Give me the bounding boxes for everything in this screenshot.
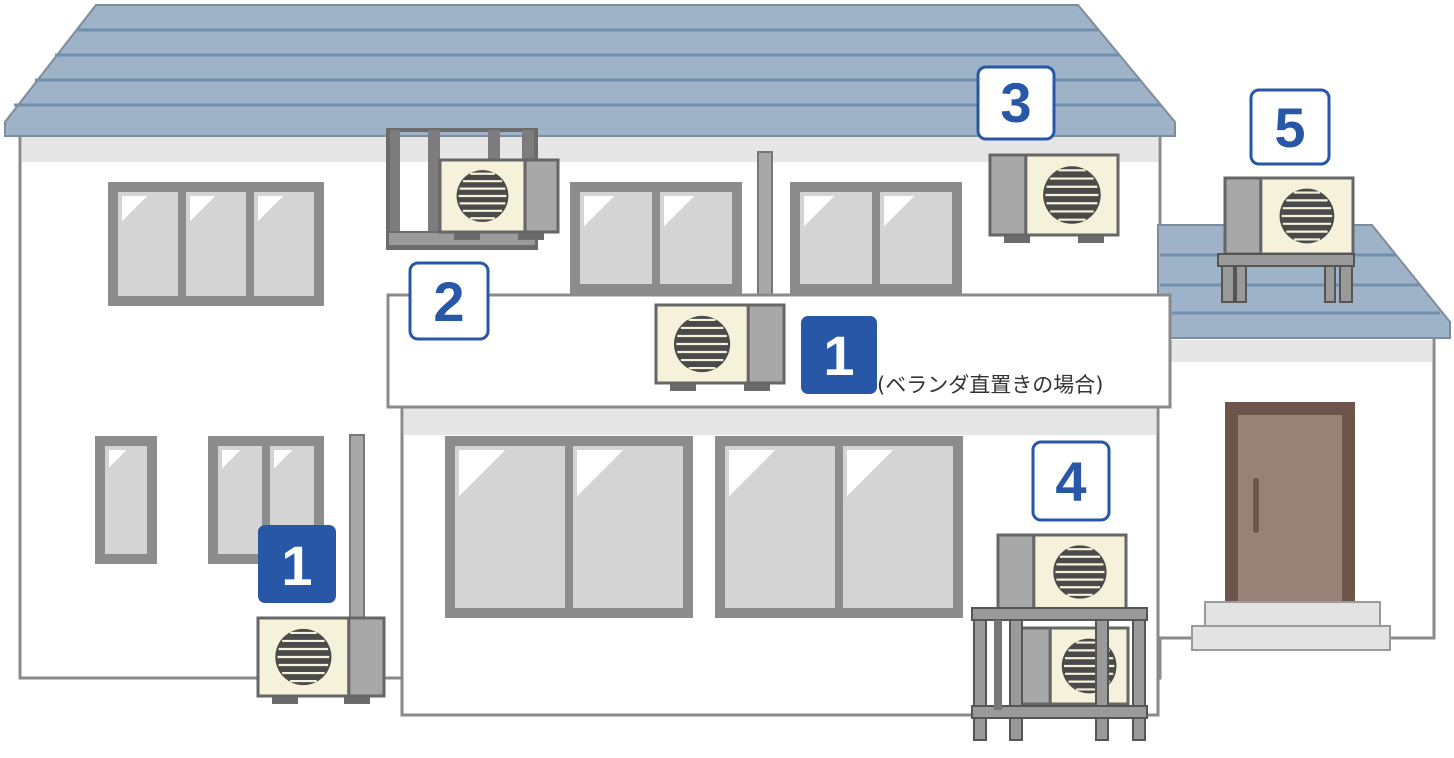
- unit-side-panel: [523, 158, 560, 234]
- outdoor-unit-4-top: [996, 533, 1128, 617]
- unit-foot: [344, 694, 370, 704]
- roof-stand-5: [1217, 253, 1355, 303]
- fan-grille-icon: [456, 170, 509, 222]
- drain-pipe-upper: [757, 151, 773, 303]
- outdoor-units: [256, 153, 1355, 712]
- unit-side-panel: [746, 303, 786, 385]
- window-glare: [729, 450, 776, 497]
- window-glare: [274, 450, 293, 469]
- window-glare: [258, 196, 284, 222]
- window-glare: [109, 450, 127, 468]
- window-glare: [664, 196, 695, 227]
- badge-roof-unit: 3: [976, 65, 1056, 141]
- fan-grille-icon: [1053, 545, 1107, 599]
- window-glare: [459, 450, 506, 497]
- window-4: [95, 436, 157, 564]
- window-glare: [577, 450, 624, 497]
- window-3: [790, 182, 962, 294]
- outdoor-unit-5: [1223, 176, 1355, 262]
- fan-grille-icon: [1279, 188, 1335, 244]
- unit-side-panel: [347, 616, 386, 698]
- badge-label-1-ground: 1: [281, 534, 312, 597]
- badge-wall-mount: 2: [408, 261, 490, 341]
- double-stack-stand: [971, 607, 1148, 741]
- unit-foot: [272, 694, 298, 704]
- outdoor-unit-2-body: [438, 158, 560, 240]
- annex-building: [1156, 224, 1451, 651]
- window-glare: [190, 196, 216, 222]
- window-glare: [804, 196, 835, 227]
- badge-label-5: 5: [1274, 96, 1305, 159]
- outdoor-unit-1-balcony: [654, 303, 786, 391]
- outdoor-unit-3: [988, 153, 1120, 243]
- window-glare: [584, 196, 615, 227]
- unit-side-panel: [1223, 176, 1263, 256]
- badge-label-1-balcony: 1: [823, 324, 854, 387]
- fan-grille-icon: [1043, 166, 1101, 224]
- windows: [95, 182, 963, 618]
- badge-ground-unit: 1: [258, 525, 336, 603]
- badge-stacked-units: 4: [1031, 440, 1111, 522]
- outdoor-unit-2: [438, 158, 560, 240]
- badge-balcony-unit: 1: [801, 316, 877, 394]
- unit-side-panel: [1018, 626, 1052, 706]
- balcony-caption: (ベランダ直置きの場合): [877, 373, 1103, 397]
- unit-foot: [1004, 233, 1030, 243]
- wall-bracket-unit: [386, 128, 560, 250]
- fan-grille-icon: [674, 315, 731, 373]
- unit-foot: [744, 381, 770, 391]
- window-7: [715, 436, 963, 618]
- main-roof: [4, 4, 1176, 137]
- badge-label-2: 2: [433, 270, 464, 333]
- badge-annex-roof-unit: 5: [1249, 88, 1331, 166]
- window-glare: [222, 450, 241, 469]
- badge-label-4: 4: [1055, 450, 1086, 513]
- fan-grille-icon: [275, 628, 332, 686]
- window-6: [445, 436, 693, 618]
- door-handle: [1253, 478, 1259, 533]
- outdoor-unit-4-bottom: [1018, 626, 1130, 712]
- unit-side-panel: [996, 533, 1036, 611]
- unit-foot: [454, 230, 480, 240]
- unit-foot: [518, 230, 544, 240]
- entrance-steps: [1191, 601, 1391, 651]
- window-2: [570, 182, 742, 294]
- badge-label-3: 3: [1000, 71, 1031, 134]
- outdoor-unit-1-ground: [256, 616, 386, 704]
- window-glare: [884, 196, 915, 227]
- drain-pipe-lower: [349, 434, 365, 621]
- unit-foot: [670, 381, 696, 391]
- window-1: [108, 182, 324, 306]
- front-door: [1225, 402, 1355, 602]
- unit-foot: [1078, 233, 1104, 243]
- window-glare: [122, 196, 148, 222]
- unit-side-panel: [988, 153, 1028, 237]
- window-glare: [847, 450, 894, 497]
